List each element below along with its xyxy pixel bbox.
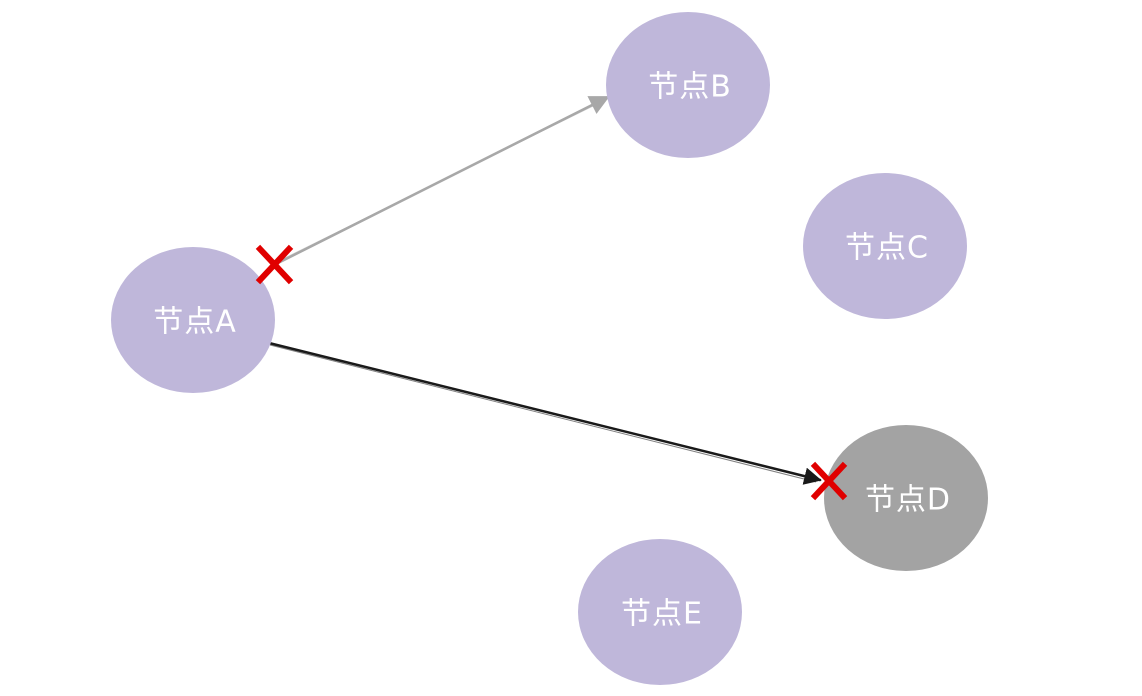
node-d-shape[interactable] bbox=[824, 425, 988, 571]
node-c-label: 节点C bbox=[845, 231, 929, 266]
edge-a-d[interactable] bbox=[263, 340, 822, 485]
cross-marker-a-d-target[interactable] bbox=[810, 461, 848, 501]
node-a-label: 节点A bbox=[153, 305, 237, 340]
node-e[interactable]: 节点E bbox=[578, 539, 742, 685]
node-b-label: 节点B bbox=[648, 70, 732, 105]
node-a-shape[interactable] bbox=[111, 247, 275, 393]
node-d[interactable]: 节点D bbox=[824, 425, 988, 571]
edge-a-d-sketch bbox=[269, 344, 817, 483]
edges-layer bbox=[263, 95, 822, 485]
markers-layer bbox=[255, 244, 848, 501]
cross-marker-a-b-source[interactable] bbox=[255, 244, 294, 285]
node-d-label: 节点D bbox=[865, 483, 951, 518]
node-e-label: 节点E bbox=[621, 597, 703, 632]
node-b[interactable]: 节点B bbox=[606, 12, 770, 158]
edge-a-b-sketch bbox=[282, 99, 606, 260]
node-a[interactable]: 节点A bbox=[111, 247, 275, 393]
node-c-shape[interactable] bbox=[803, 173, 967, 319]
nodes-layer: 节点A 节点B 节点C 节点D 节点E bbox=[111, 12, 988, 685]
node-e-shape[interactable] bbox=[578, 539, 742, 685]
node-b-shape[interactable] bbox=[606, 12, 770, 158]
node-c[interactable]: 节点C bbox=[803, 173, 967, 319]
